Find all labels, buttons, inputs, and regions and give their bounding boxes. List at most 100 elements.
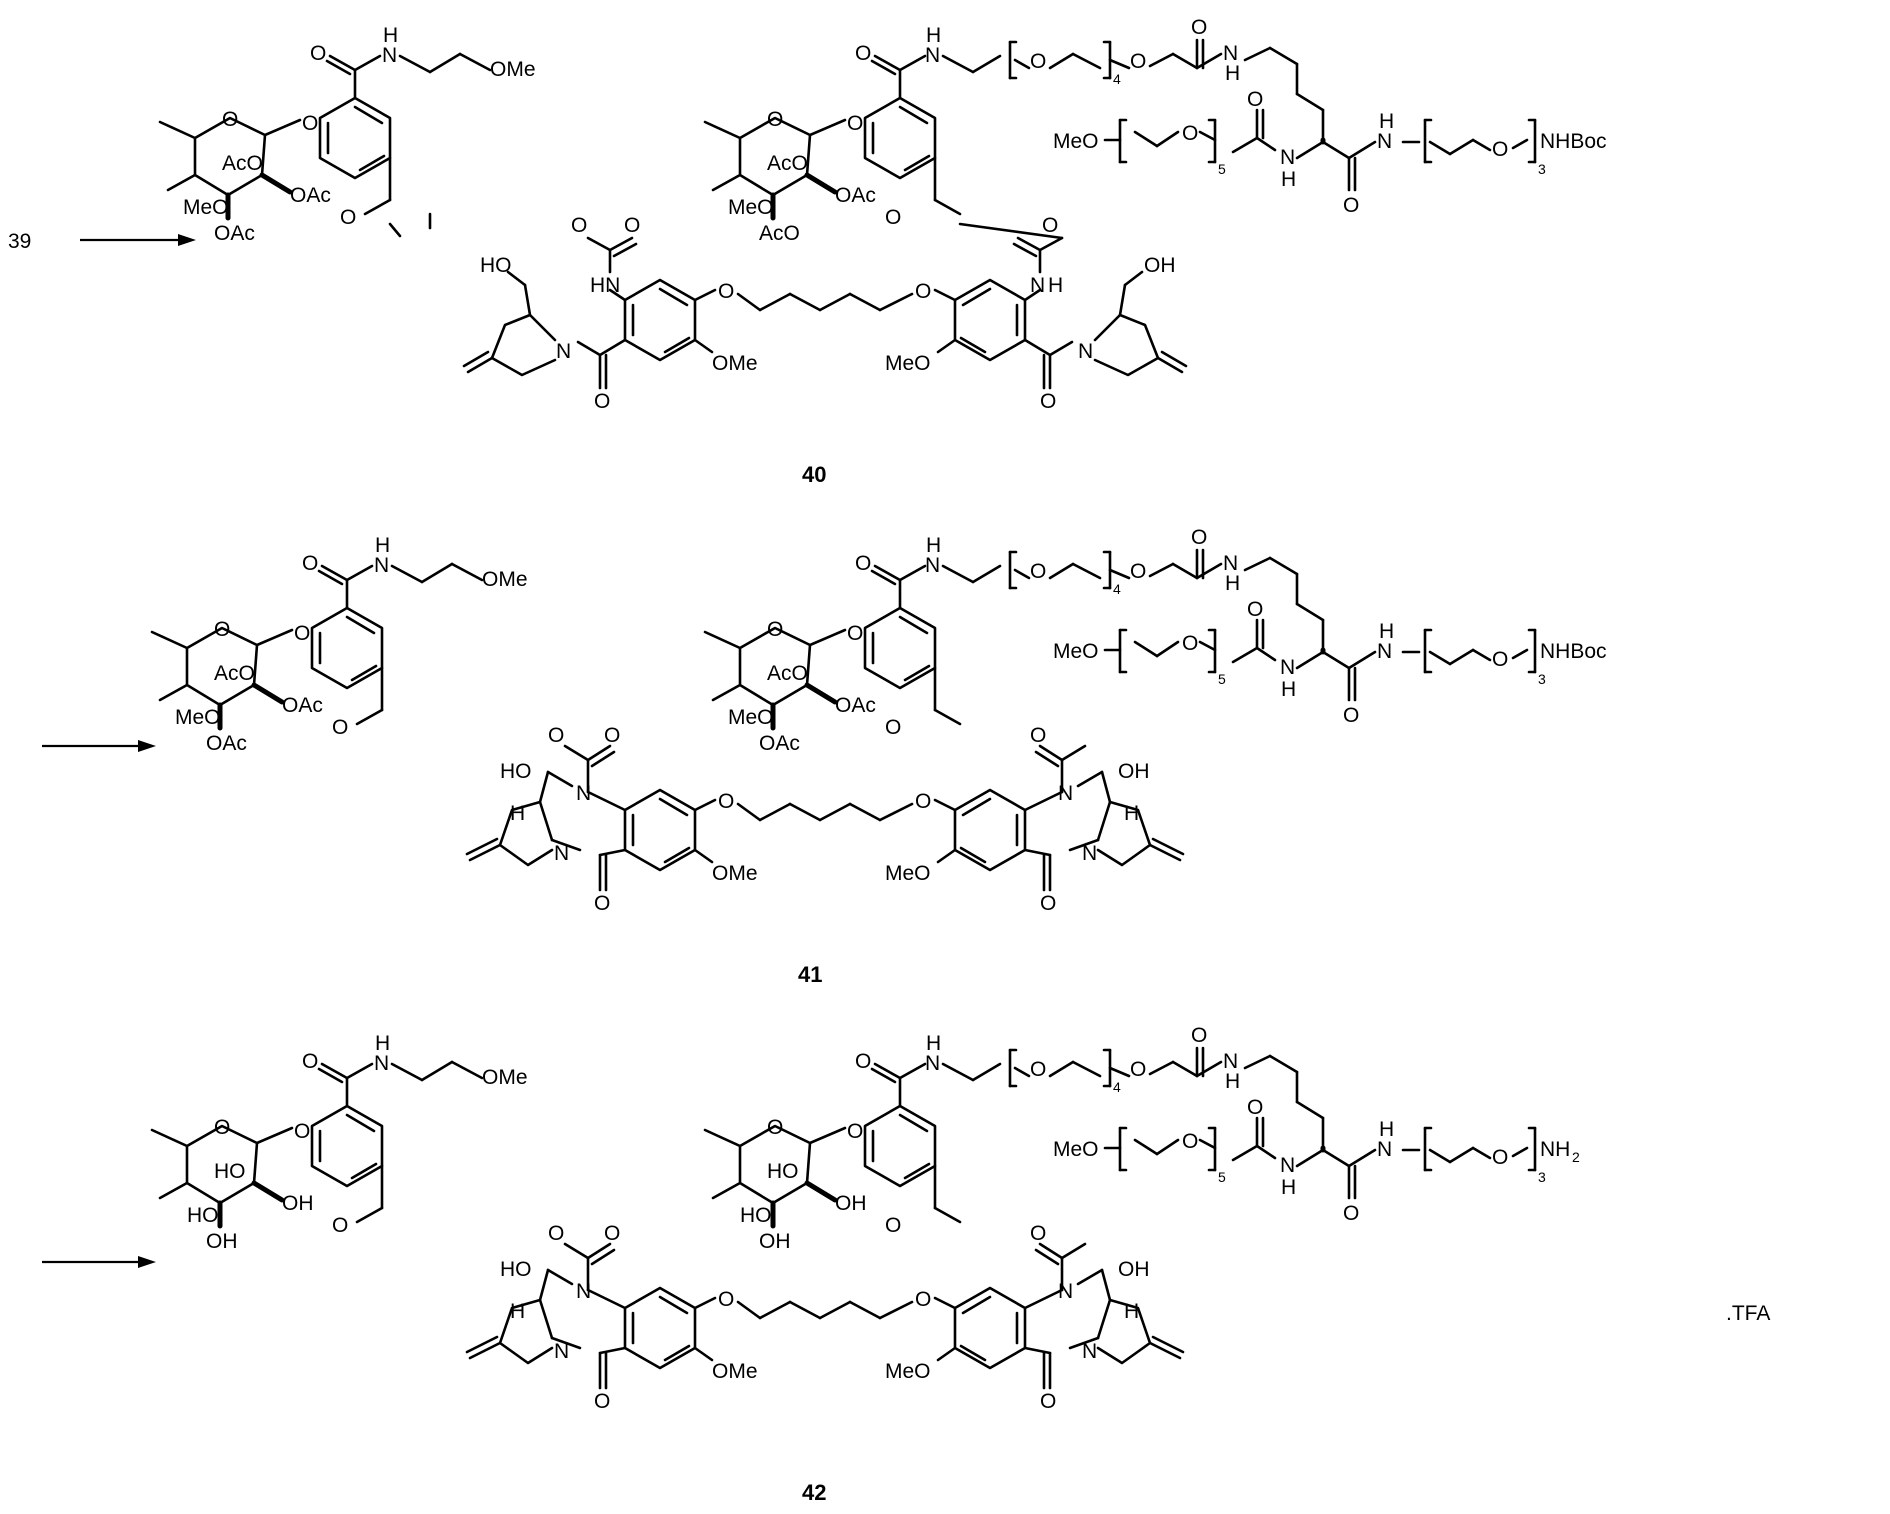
compound-40-structure: MeO O O OAc AcO OAc O N H OMe O MeO O O … <box>160 16 1607 413</box>
peg-oxygen-label-2: O <box>1130 560 1146 583</box>
reaction-arrow-2 <box>42 740 156 752</box>
oac-label: OAc <box>835 184 876 207</box>
amide-o-label-2: O <box>1040 390 1056 413</box>
aco-label-2: AcO <box>759 222 800 245</box>
glycolamide-h-label: H <box>1225 572 1240 595</box>
hydroxymethyl-label: HO <box>480 254 512 277</box>
open-pbd-dimer: O O HN O N H O O OMe MeO N N O O HO OH <box>464 214 1186 413</box>
benzyl-oxygen-label: O <box>885 716 901 739</box>
glycolamide-carbonyl-label: O <box>1191 16 1207 39</box>
right-glucuronic-acid-arm: HO O O OH HO OH O N H O 4 O O N H O N H … <box>705 1024 1580 1253</box>
glycolamide-carbonyl-label: O <box>1191 526 1207 549</box>
tfa-salt-label: .TFA <box>1726 1302 1770 1325</box>
hydroxymethyl-label-2: OH <box>1144 254 1176 277</box>
amide-h-label: H <box>375 1032 390 1055</box>
linker-oxygen-label-2: O <box>915 790 931 813</box>
ring-oxygen-label: O <box>214 618 230 641</box>
aryl-methoxy-label: OMe <box>712 1360 758 1383</box>
amide-h-label: H <box>926 534 941 557</box>
glycosidic-oxygen-label: O <box>847 622 863 645</box>
left-glucuronide-arm: MeO O O OAc AcO OAc O N H OMe O <box>152 534 528 755</box>
glycosidic-oxygen-label: O <box>294 1120 310 1143</box>
left-carbamate-link <box>390 214 430 236</box>
ring-oxygen-label: O <box>222 108 238 131</box>
carboxylic-acid-label: HO <box>740 1204 772 1227</box>
lysine-amide-n-label: N <box>1280 656 1295 679</box>
stereo-h-label-2: H <box>1124 1300 1139 1323</box>
carbamate-o-label-3: O <box>1030 724 1046 747</box>
lysine-carbonyl-label: O <box>1343 1202 1359 1225</box>
peg3-amide-n-label: N <box>1377 130 1392 153</box>
peg5-carbonyl-label: O <box>1247 598 1263 621</box>
oh-label: OH <box>835 1192 867 1215</box>
compound-42-structure: HO O O OH HO OH O N H OMe O HO O O OH HO… <box>152 1024 1580 1413</box>
peg3-subscript: 3 <box>1538 1169 1546 1185</box>
benzyl-oxygen-label: O <box>332 716 348 739</box>
amide-n-label: N <box>374 554 389 577</box>
linker-oxygen-label: O <box>718 790 734 813</box>
lysine-carbonyl-label: O <box>1343 704 1359 727</box>
amide-h-label: H <box>926 1032 941 1055</box>
methyl-ester-label: MeO <box>728 196 774 219</box>
glycolamide-carbonyl-label: O <box>1191 1024 1207 1047</box>
aco-label: AcO <box>222 152 263 175</box>
carbamate-nh-label: HN <box>590 274 620 297</box>
glycosidic-oxygen-label: O <box>847 1120 863 1143</box>
amide-n-label: N <box>382 44 397 67</box>
left-glucuronic-acid-arm: HO O O OH HO OH O N H OMe O <box>152 1032 528 1253</box>
peg-oxygen-label: O <box>1030 50 1046 73</box>
peg4-subscript: 4 <box>1113 581 1121 597</box>
amide-carbonyl-label: O <box>855 42 871 65</box>
aco-label: AcO <box>767 662 808 685</box>
carbamate-o-label-3: O <box>1042 214 1058 237</box>
methyl-ester-label: MeO <box>175 706 221 729</box>
peg5-oxygen-label: O <box>1182 122 1198 145</box>
aryl-methoxy-label-2: MeO <box>885 352 931 375</box>
lysine-amide-h-label: H <box>1281 168 1296 191</box>
lysine-peg-arms: N H O O N H O 5 MeO O 3 NHBoc <box>1053 88 1607 217</box>
oac-label: OAc <box>290 184 331 207</box>
aryl-methoxy-label: OMe <box>712 352 758 375</box>
right-glucuronide-arm: MeO O O OAc AcO AcO O N H O 4 O O N H O … <box>705 16 1607 245</box>
pbd-dimer: O O N O N HO OH H H O O OMe MeO N N O O <box>467 724 1183 915</box>
diazepine-n-label: N <box>576 782 591 805</box>
nhboc-label: NHBoc <box>1540 130 1607 153</box>
peg5-subscript: 5 <box>1218 671 1226 687</box>
peg5-methoxy-label: MeO <box>1053 130 1099 153</box>
peg-oxygen-label-2: O <box>1130 1058 1146 1081</box>
stereo-h-label-2: H <box>1124 802 1139 825</box>
amide-carbonyl-label: O <box>302 552 318 575</box>
carbamate-o-label-2: O <box>604 1222 620 1245</box>
carbamate-o-label-3: O <box>1030 1222 1046 1245</box>
left-glucuronide-arm: MeO O O OAc AcO OAc O N H OMe O <box>160 24 536 245</box>
oh-label-2: OH <box>206 1230 238 1253</box>
oac-label-2: OAc <box>759 732 800 755</box>
peg3-subscript: 3 <box>1538 671 1546 687</box>
peg3-oxygen-label: O <box>1492 138 1508 161</box>
amide-carbonyl-label: O <box>310 42 326 65</box>
ring-oxygen-label: O <box>214 1116 230 1139</box>
peg3-oxygen-label: O <box>1492 1146 1508 1169</box>
oh-label-2: OH <box>759 1230 791 1253</box>
benzyl-oxygen-label: O <box>332 1214 348 1237</box>
peg3-amide-h-label: H <box>1379 620 1394 643</box>
benzyl-oxygen-label: O <box>340 206 356 229</box>
lysine-amide-n-label: N <box>1280 1154 1295 1177</box>
peg3-amide-h-label: H <box>1379 110 1394 133</box>
carbamate-o-label-2: O <box>624 214 640 237</box>
glycosidic-oxygen-label: O <box>847 112 863 135</box>
peg-oxygen-label-2: O <box>1130 50 1146 73</box>
carboxylic-acid-label: HO <box>187 1204 219 1227</box>
pyrrolidine-n-label-2: N <box>1078 340 1093 363</box>
amide-h-label: H <box>375 534 390 557</box>
glycosidic-oxygen-label: O <box>294 622 310 645</box>
aryl-methoxy-label-2: MeO <box>885 1360 931 1383</box>
peg-oxygen-label: O <box>1030 560 1046 583</box>
ring-oxygen-label: O <box>767 618 783 641</box>
oac-label-2: OAc <box>214 222 255 245</box>
glycolamide-h-label: H <box>1225 62 1240 85</box>
reaction-arrow-3 <box>42 1256 156 1268</box>
lactam-o-label-2: O <box>1040 1390 1056 1413</box>
stereo-h-label: H <box>510 1300 525 1323</box>
carbamate-o-label-2: O <box>604 724 620 747</box>
